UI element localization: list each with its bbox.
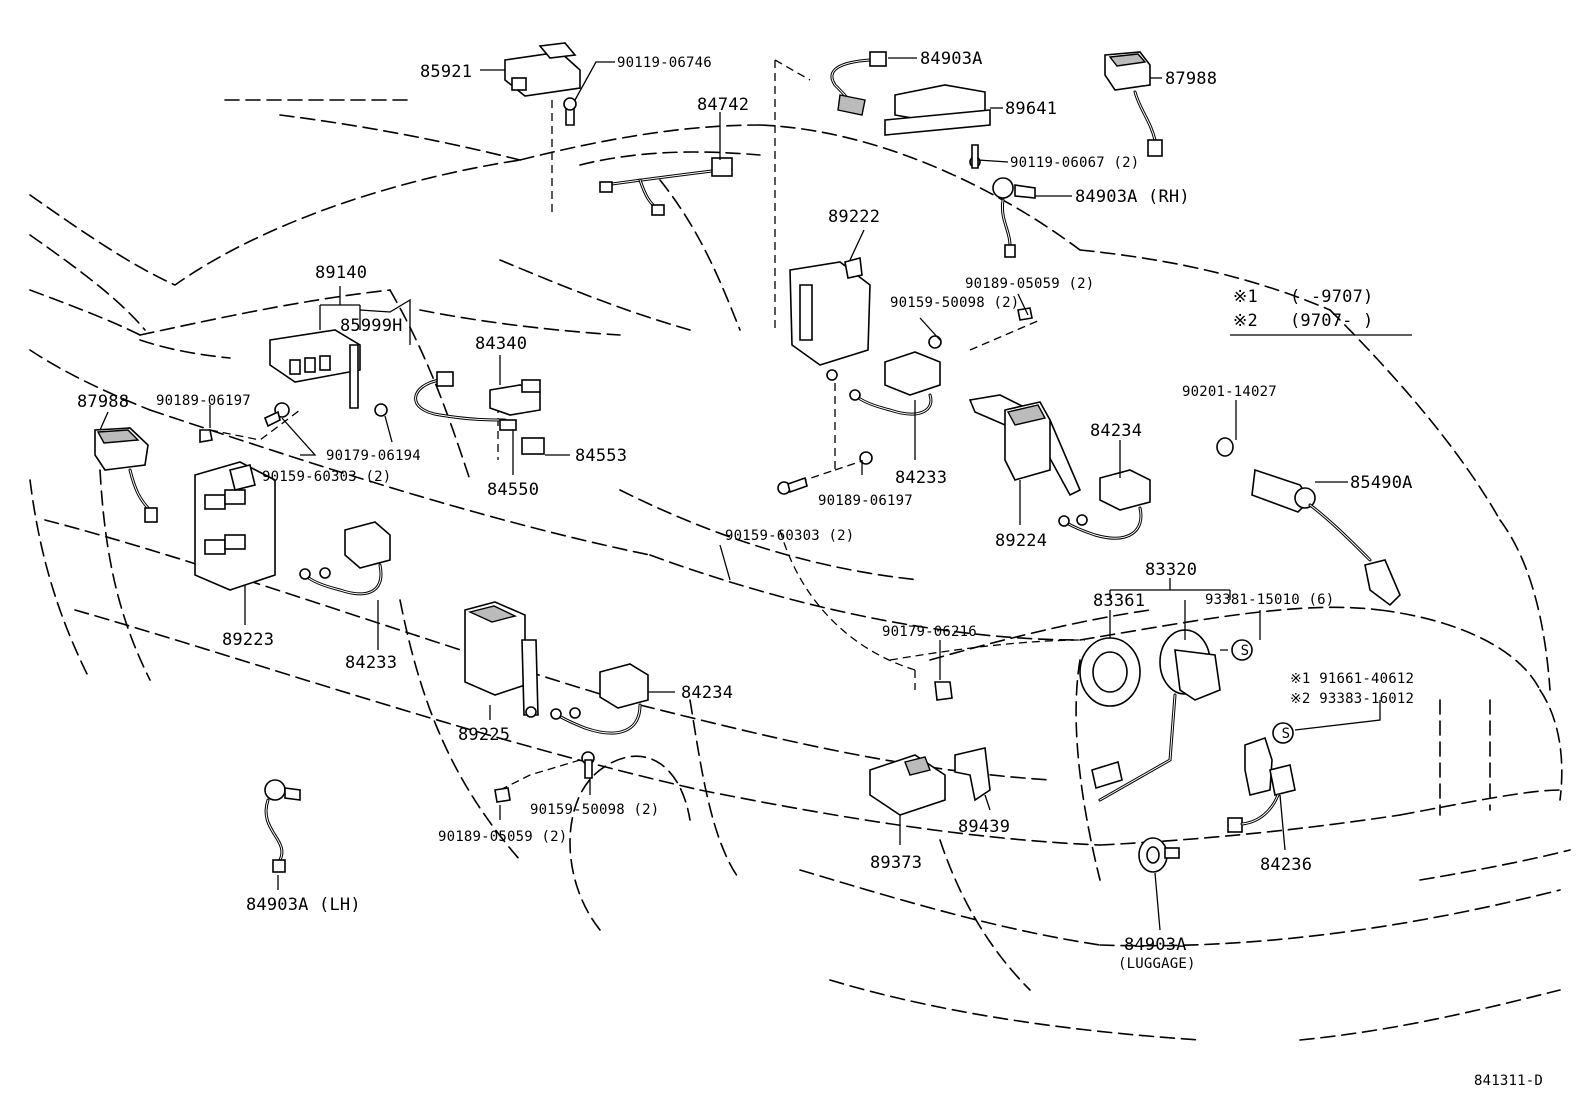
label-90189-06197-center: 90189-06197 bbox=[818, 493, 913, 509]
leader-lines bbox=[99, 57, 1412, 931]
label-84340: 84340 bbox=[475, 334, 527, 354]
diagram-code: 841311-D bbox=[1474, 1073, 1543, 1089]
ecu-89225 bbox=[464, 601, 539, 718]
label-84553: 84553 bbox=[575, 446, 627, 466]
assembly-dash-lines bbox=[209, 59, 1250, 791]
label-84903A-luggage: 84903A bbox=[1124, 935, 1187, 955]
module-84233-center bbox=[849, 307, 1033, 416]
label-84903A-rh: 84903A (RH) bbox=[1075, 187, 1190, 207]
clip-90179-06216 bbox=[934, 681, 953, 701]
label-89439: 89439 bbox=[958, 817, 1010, 837]
label-90159-50098-top: 90159-50098 (2) bbox=[890, 295, 1019, 311]
label-89222: 89222 bbox=[828, 207, 880, 227]
legend-mark-2: ※2 bbox=[1233, 311, 1258, 331]
label-85999H: 85999H bbox=[340, 316, 403, 336]
part-labels: 85921 90119-06746 84742 84903A 89641 901… bbox=[77, 49, 1414, 972]
fasteners-bottom bbox=[494, 751, 595, 803]
label-89223: 89223 bbox=[222, 630, 274, 650]
harness-84742 bbox=[599, 157, 733, 216]
ecu-89224 bbox=[968, 394, 1082, 497]
label-90159-60303-center: 90159-60303 (2) bbox=[725, 528, 854, 544]
sensor-87988-top bbox=[1104, 51, 1163, 157]
label-85490A: 85490A bbox=[1350, 473, 1413, 493]
label-84234-center: 84234 bbox=[681, 683, 733, 703]
symbol-s-1: S bbox=[1241, 643, 1250, 659]
label-89373: 89373 bbox=[870, 853, 922, 873]
label-84234-right: 84234 bbox=[1090, 421, 1142, 441]
label-90119-06746: 90119-06746 bbox=[617, 55, 712, 71]
legend: ※1 ( -9707) ※2 (9707- ) bbox=[1233, 287, 1373, 331]
label-83361: 83361 bbox=[1093, 591, 1145, 611]
label-90179-06216: 90179-06216 bbox=[882, 624, 977, 640]
sensor-84903A-luggage bbox=[1138, 837, 1180, 873]
label-84903A-luggage-note: (LUGGAGE) bbox=[1118, 956, 1196, 972]
sender-83320 bbox=[1091, 629, 1253, 802]
label-89224: 89224 bbox=[995, 531, 1047, 551]
label-84903A: 84903A bbox=[920, 49, 983, 69]
legend-mark-1: ※1 bbox=[1233, 287, 1258, 307]
label-90201-14027: 90201-14027 bbox=[1182, 384, 1277, 400]
label-90119-06067: 90119-06067 (2) bbox=[1010, 155, 1139, 171]
label-83320: 83320 bbox=[1145, 560, 1197, 580]
label-87988-left: 87988 bbox=[77, 392, 129, 412]
module-89641 bbox=[884, 84, 991, 169]
sensor-85490A bbox=[1251, 468, 1401, 607]
car-body-outline bbox=[29, 99, 1571, 1041]
label-84236: 84236 bbox=[1260, 855, 1312, 875]
label-90189-06197-left: 90189-06197 bbox=[156, 393, 251, 409]
label-84742: 84742 bbox=[697, 95, 749, 115]
relay-85921 bbox=[504, 42, 581, 126]
symbol-s-2: S bbox=[1282, 726, 1291, 742]
label-89641: 89641 bbox=[1005, 99, 1057, 119]
label-90189-05059-top: 90189-05059 (2) bbox=[965, 276, 1094, 292]
label-84550: 84550 bbox=[487, 480, 539, 500]
bracket-89439 bbox=[954, 747, 991, 802]
label-90159-50098-bottom: 90159-50098 (2) bbox=[530, 802, 659, 818]
sensor-87988-left bbox=[94, 427, 158, 523]
sensor-84903A-rh bbox=[992, 177, 1036, 258]
label-84233-center: 84233 bbox=[895, 468, 947, 488]
grommet-90201 bbox=[1216, 437, 1234, 457]
ecu-89223 bbox=[194, 461, 276, 591]
label-89225: 89225 bbox=[458, 725, 510, 745]
legend-range-1: ( -9707) bbox=[1290, 287, 1373, 307]
label-89140: 89140 bbox=[315, 263, 367, 283]
connector-84553 bbox=[521, 437, 545, 455]
label-87988-top: 87988 bbox=[1165, 69, 1217, 89]
label-84903A-lh: 84903A (LH) bbox=[246, 895, 361, 915]
label-85921: 85921 bbox=[420, 62, 472, 82]
switch-84340 bbox=[414, 371, 541, 431]
ecu-89222 bbox=[789, 256, 871, 381]
module-84234-right bbox=[1058, 469, 1151, 540]
fasteners-center bbox=[777, 451, 873, 495]
gasket-83361 bbox=[1079, 637, 1141, 707]
sensor-84903A-top bbox=[830, 51, 887, 116]
module-89140 bbox=[269, 329, 388, 417]
unit-84236 bbox=[1227, 722, 1296, 833]
label-93383-16012: ※2 93383-16012 bbox=[1290, 691, 1414, 707]
label-90179-06194: 90179-06194 bbox=[326, 448, 421, 464]
label-84233-left: 84233 bbox=[345, 653, 397, 673]
label-93381-15010: 93381-15010 (6) bbox=[1205, 592, 1334, 608]
unit-89373 bbox=[869, 754, 946, 816]
module-84233-left bbox=[299, 521, 391, 596]
fasteners-left bbox=[199, 402, 290, 443]
label-90159-60303-left: 90159-60303 (2) bbox=[262, 469, 391, 485]
legend-range-2: (9707- ) bbox=[1290, 311, 1373, 331]
label-91661-40612: ※1 91661-40612 bbox=[1290, 671, 1414, 687]
label-90189-05059-bottom: 90189-05059 (2) bbox=[438, 829, 567, 845]
module-84234-center bbox=[550, 663, 649, 735]
sensor-84903A-lh bbox=[264, 779, 301, 873]
